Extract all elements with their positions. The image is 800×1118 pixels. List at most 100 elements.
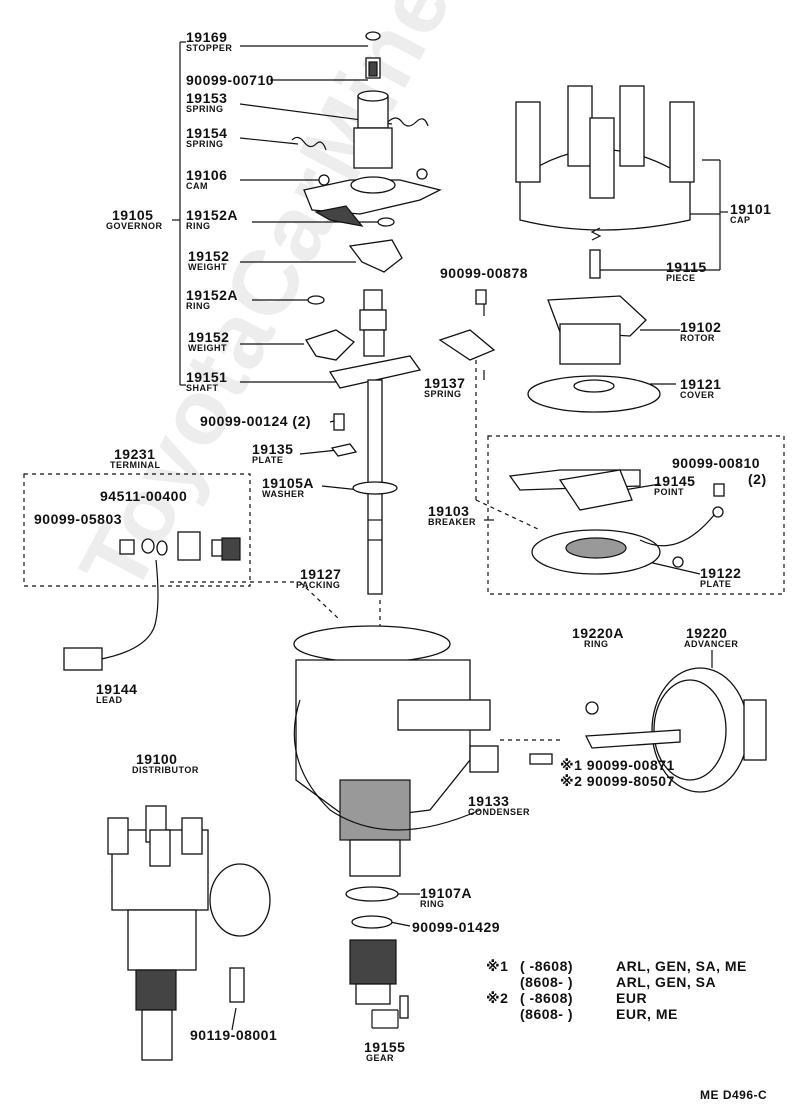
part-90099-00878-number: 90099-00878 (440, 265, 529, 281)
part-19169-name: STOPPER (186, 43, 233, 53)
part-19220A-name: RING (584, 639, 609, 649)
part-19103-number: 19103 (428, 503, 470, 519)
terminal-box (23, 473, 251, 587)
part-90099-05803-number: 90099-05803 (34, 511, 123, 527)
part-19154-name: SPRING (186, 139, 224, 149)
part-19103-name: BREAKER (428, 517, 477, 527)
note-models: EUR (616, 990, 648, 1006)
part-90099-00871-number: ※1 90099-00871 (560, 757, 675, 773)
part-90099-00710-number: 90099-00710 (186, 72, 275, 88)
note-mark: ※2 (486, 990, 509, 1006)
leader-lines (231, 45, 420, 1031)
part-19220-name: ADVANCER (684, 639, 739, 649)
part-19101-number: 19101 (730, 201, 772, 217)
advancer-parts (529, 667, 767, 793)
part-19144-name: LEAD (96, 695, 123, 705)
part-19152A-1-number: 19152A (186, 207, 239, 223)
part-19105-number: 19105 (112, 207, 154, 223)
part-19155-number: 19155 (364, 1039, 406, 1055)
note-models: ARL, GEN, SA (616, 974, 717, 990)
note-models: EUR, ME (616, 1006, 678, 1022)
part-19152A-2-number: 19152A (186, 287, 239, 303)
part-19137-name: SPRING (424, 389, 462, 399)
part-19102-number: 19102 (680, 319, 722, 335)
part-19153-name: SPRING (186, 104, 224, 114)
breaker-parts (508, 469, 725, 575)
part-19115-name: PIECE (666, 273, 696, 283)
part-19133-name: CONDENSER (468, 807, 531, 817)
part-19105A-number: 19105A (262, 475, 315, 491)
part-19155-name: GEAR (366, 1053, 395, 1063)
assembled-distributor (107, 805, 271, 1061)
part-19133-number: 19133 (468, 793, 510, 809)
cap-group (515, 85, 695, 413)
part-19135-name: PLATE (252, 455, 284, 465)
part-19102-name: ROTOR (680, 333, 715, 343)
part-19145-number: 19145 (654, 473, 696, 489)
part-19127-number: 19127 (300, 566, 342, 582)
part-19220A-number: 19220A (572, 625, 625, 641)
part-19127-name: PACKING (296, 580, 341, 590)
part-19151-name: SHAFT (186, 383, 219, 393)
part-19106-name: CAM (186, 181, 208, 191)
part-19152-1-name: WEIGHT (188, 262, 227, 272)
part-19231-name: TERMINAL (110, 460, 161, 470)
part-19121-number: 19121 (680, 376, 722, 392)
part-19153-number: 19153 (186, 90, 228, 106)
part-19100-name: DISTRIBUTOR (132, 765, 199, 775)
part-19107A-number: 19107A (420, 885, 473, 901)
part-90099-00124-number: 90099-00124 (2) (200, 413, 312, 429)
governor-parts (291, 31, 442, 595)
part-19115-number: 19115 (666, 259, 707, 275)
part-19100-number: 19100 (136, 751, 178, 767)
part-19220-number: 19220 (686, 625, 728, 641)
part-19144-number: 19144 (96, 681, 138, 697)
part-90099-01429-number: 90099-01429 (412, 919, 501, 935)
drawing-code: ME D496-C (700, 1088, 768, 1102)
part-19137-number: 19137 (424, 375, 466, 391)
governor-bracket (172, 41, 186, 386)
part-19107A-name: RING (420, 899, 445, 909)
part-19152A-1-name: RING (186, 221, 211, 231)
terminal-parts (63, 531, 241, 671)
part-19231-number: 19231 (114, 446, 156, 462)
part-19135-number: 19135 (252, 441, 294, 457)
note-models: ARL, GEN, SA, ME (616, 958, 747, 974)
part-19154-number: 19154 (186, 125, 228, 141)
note-range: (8608- ) (520, 1006, 574, 1022)
part-90099-80507-number: ※2 90099-80507 (560, 773, 675, 789)
note-range: ( -8608) (520, 958, 574, 974)
model-notes: ※1 ( -8608) ARL, GEN, SA, ME (8608- ) ARL, … (486, 958, 786, 1022)
part-90099-00810-number: 90099-00810 (672, 455, 761, 471)
distributor-housing (293, 625, 499, 1019)
part-19121-name: COVER (680, 390, 715, 400)
part-19122-name: PLATE (700, 579, 732, 589)
part-19105-name: GOVERNOR (106, 221, 163, 231)
part-19105A-name: WASHER (262, 489, 305, 499)
part-19122-number: 19122 (700, 565, 742, 581)
right-leaders (483, 159, 728, 668)
note-row: ※1 ( -8608) ARL, GEN, SA, ME (486, 958, 786, 974)
note-row: ※2 ( -8608) EUR (486, 990, 786, 1006)
part-19152-1-number: 19152 (188, 248, 230, 264)
note-row: (8608- ) EUR, ME (486, 1006, 786, 1022)
part-19152-2-name: WEIGHT (188, 343, 227, 353)
part-19106-number: 19106 (186, 167, 228, 183)
part-19101-name: CAP (730, 215, 751, 225)
breaker-box (487, 435, 785, 595)
note-mark: ※1 (486, 958, 509, 974)
part-90119-08001-number: 90119-08001 (190, 1027, 278, 1043)
part-19152-2-number: 19152 (188, 329, 230, 345)
part-94511-00400-number: 94511-00400 (100, 488, 188, 504)
part-19145-name: POINT (654, 487, 685, 497)
part-19169-number: 19169 (186, 29, 228, 45)
note-range: ( -8608) (520, 990, 574, 1006)
part-19151-number: 19151 (186, 369, 228, 385)
part-90099-00810-qty: (2) (748, 471, 767, 487)
note-range: (8608- ) (520, 974, 574, 990)
part-19152A-2-name: RING (186, 301, 211, 311)
spring-19137 (438, 289, 496, 361)
note-row: (8608- ) ARL, GEN, SA (486, 974, 786, 990)
